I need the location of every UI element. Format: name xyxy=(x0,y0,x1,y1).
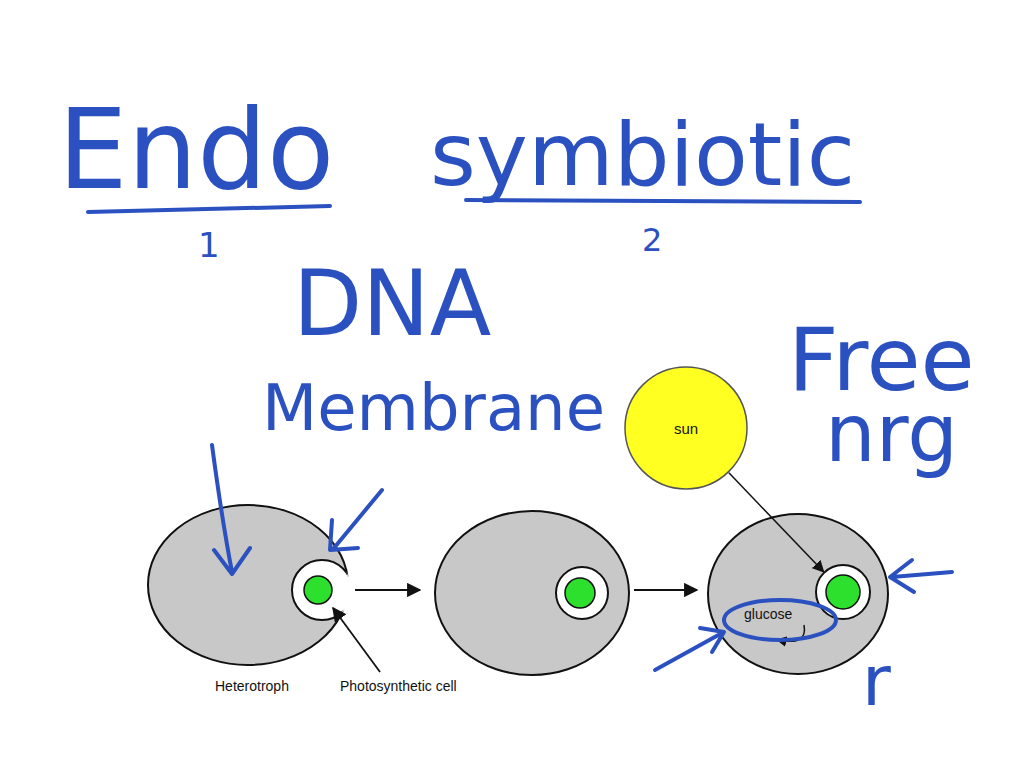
engulfing-cell xyxy=(435,511,629,675)
leader-line xyxy=(333,608,380,672)
engulfed-cell xyxy=(816,565,870,619)
heterotroph-cell xyxy=(148,505,352,665)
cycle-arrow xyxy=(778,625,804,641)
handwritten-mark: r xyxy=(862,646,891,716)
node-text: glucose xyxy=(744,607,792,621)
step-arrows xyxy=(333,590,697,672)
handwritten-word: Membrane xyxy=(262,376,605,440)
callout-number: 1 xyxy=(198,228,220,262)
handwritten-word: DNA xyxy=(293,259,491,349)
pen-arrow xyxy=(890,560,952,592)
pen-circle xyxy=(724,600,836,640)
sun-circle: sun xyxy=(624,366,748,490)
cell-label: Photosynthetic cell xyxy=(340,679,457,693)
sun-outline xyxy=(625,367,747,489)
handwritten-word: Free xyxy=(788,316,975,404)
chloroplast xyxy=(826,575,860,609)
underline xyxy=(88,206,330,212)
energy-arrow xyxy=(729,473,824,572)
handwritten-word: nrg xyxy=(825,394,958,474)
callout-number: 2 xyxy=(642,224,662,256)
host-membrane xyxy=(708,514,888,674)
cell-label: Heterotroph xyxy=(215,679,289,693)
underline xyxy=(466,200,860,202)
node-text: sun xyxy=(674,421,698,436)
pen-arrow xyxy=(655,628,724,670)
handwritten-word: Endo xyxy=(58,95,334,205)
pen-arrow xyxy=(212,445,250,574)
handwritten-word: symbiotic xyxy=(430,111,855,199)
pen-arrow xyxy=(330,490,382,550)
